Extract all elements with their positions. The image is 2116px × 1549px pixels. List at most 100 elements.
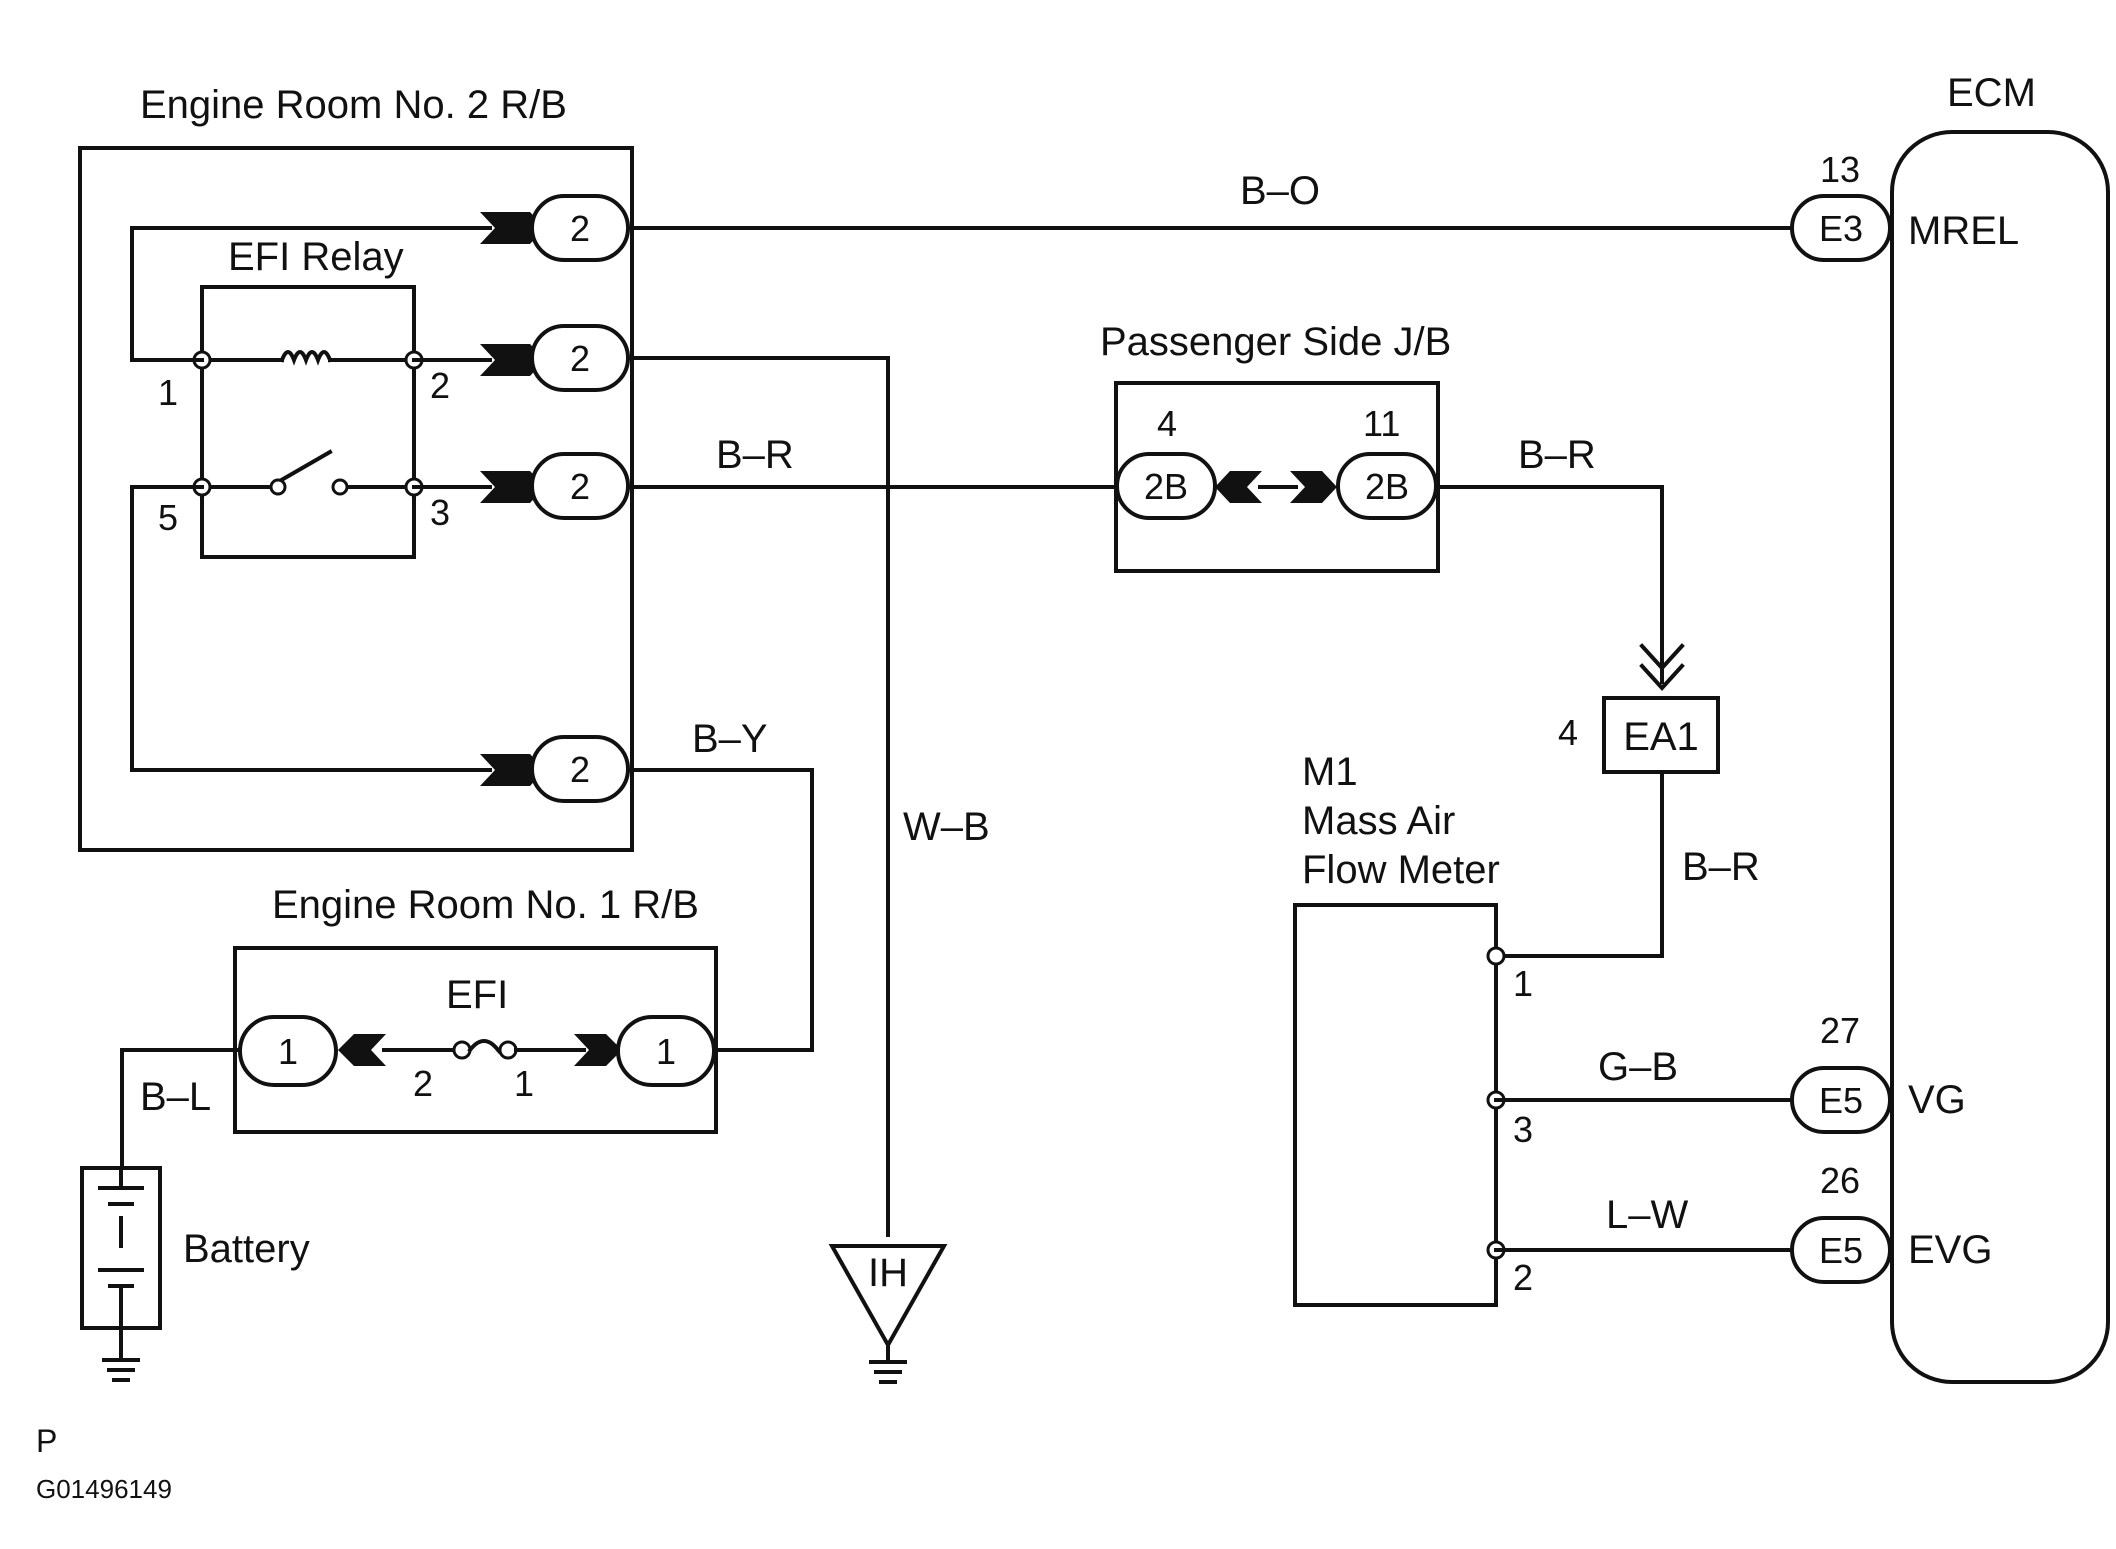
ea1-arrow-upper-icon <box>1639 643 1685 671</box>
wire-l-w-label: L–W <box>1606 1193 1688 1237</box>
relay-pin-5-label: 5 <box>158 497 178 538</box>
ecm-signal-label: MREL <box>1908 209 2019 253</box>
er1-arrow-right-icon <box>574 1034 622 1066</box>
wire-b-l-label: B–L <box>140 1075 211 1119</box>
efi-relay: EFI Relay 1 2 5 3 <box>158 235 450 559</box>
relay-pin-2-label: 2 <box>430 365 450 406</box>
efi-relay-box <box>200 285 416 559</box>
efi-fuse-title: EFI <box>446 973 508 1017</box>
wire-b-o-label: B–O <box>1240 169 1320 213</box>
er1-title: Engine Room No. 1 R/B <box>272 883 699 927</box>
wire-g-b-label: G–B <box>1598 1045 1678 1089</box>
er2-box <box>78 146 634 852</box>
passenger-side-junction-block: Passenger Side J/B 4 11 2B 2B <box>1100 320 1451 573</box>
ecm-connector-pill <box>1790 1066 1892 1134</box>
engine-room-2-relay-block: Engine Room No. 2 R/B EFI Relay 1 2 5 3 <box>78 83 634 852</box>
er1-box <box>233 946 718 1134</box>
maf-pin-3-label: 3 <box>1513 1109 1533 1150</box>
connector-label: 2 <box>570 466 590 507</box>
er2-connector-4: 2 <box>480 735 630 803</box>
ground-triangle-icon <box>828 1244 948 1350</box>
ecm-terminal-mrel: 13 E3 MREL <box>1790 149 2019 262</box>
relay-switch-icon <box>275 449 333 485</box>
ecm-box <box>1890 130 2110 1384</box>
battery-label: Battery <box>183 1227 310 1271</box>
engine-room-1-relay-block: Engine Room No. 1 R/B EFI 1 1 2 1 <box>233 883 718 1134</box>
fuse-pin-1-label: 1 <box>514 1063 534 1104</box>
er2-title: Engine Room No. 2 R/B <box>140 83 567 127</box>
maf-pin-1-label: 1 <box>1513 963 1533 1004</box>
maf-terminal-1 <box>1486 946 1506 966</box>
connector-label: 2 <box>570 338 590 379</box>
wire-b-y <box>626 768 814 1052</box>
maf-title-line-3: Flow Meter <box>1302 848 1500 892</box>
wire-b-r-1-label: B–R <box>716 433 794 477</box>
connector-label: 2 <box>570 749 590 790</box>
ecm-signal-label: VG <box>1908 1078 1966 1122</box>
ecm: ECM 13 E3 MREL 27 E5 VG 26 E5 EVG <box>1790 71 2110 1384</box>
footer-code: P <box>36 1423 57 1459</box>
er2-internal-wire-1 <box>130 226 492 362</box>
ecm-connector-pill <box>1790 194 1892 262</box>
jb-connector-left-label: 2B <box>1144 466 1188 507</box>
figure-id: G01496149 <box>36 1474 172 1504</box>
maf-pin-2-label: 2 <box>1513 1257 1533 1298</box>
ecm-terminal-vg: 27 E5 VG <box>1790 1010 1966 1134</box>
mass-air-flow-meter: M1 Mass Air Flow Meter 1 3 2 <box>1293 750 1533 1307</box>
connector-arrow-icon <box>480 344 545 376</box>
battery: Battery <box>80 1166 310 1362</box>
ea1-pin-label: 4 <box>1558 712 1578 753</box>
er2-connector-1: 2 <box>480 194 630 262</box>
ea1-label: EA1 <box>1623 715 1699 759</box>
ea1-arrow-lower-icon <box>1639 663 1685 691</box>
relay-pin-3-label: 3 <box>430 492 450 533</box>
ground-point-label: IH <box>868 1251 908 1295</box>
efi-relay-title: EFI Relay <box>228 235 404 279</box>
ecm-connector-label: E5 <box>1819 1230 1863 1271</box>
wire-w-b-label: W–B <box>903 805 990 849</box>
maf-title-line-1: M1 <box>1302 750 1358 794</box>
er2-connector-2: 2 <box>480 324 630 392</box>
wire-b-y-label: B–Y <box>692 717 768 761</box>
connector-arrow-icon <box>480 754 545 786</box>
wire-b-r-2-label: B–R <box>1518 433 1596 477</box>
wire-b-l <box>120 1048 242 1170</box>
wire-b-r-2 <box>1434 485 1664 684</box>
connector-arrow-icon <box>480 471 545 503</box>
coil-icon <box>279 350 333 366</box>
er1-connector-right <box>616 1015 716 1087</box>
wire-w-b <box>626 356 890 1237</box>
jb-title: Passenger Side J/B <box>1100 320 1451 364</box>
er1-arrow-left-icon <box>338 1034 386 1066</box>
switch-contact-a <box>269 478 287 496</box>
jb-pin-4-label: 4 <box>1157 403 1177 444</box>
connector-label: 2 <box>570 208 590 249</box>
ea1-connector: EA1 4 <box>1558 696 1720 774</box>
jb-arrow-right-icon <box>1290 471 1337 503</box>
jb-pin-11-label: 11 <box>1363 403 1400 444</box>
connector-arrow-icon <box>480 212 545 244</box>
ground-icon <box>102 1358 140 1382</box>
ecm-pin-number: 13 <box>1820 149 1860 190</box>
ecm-signal-label: EVG <box>1908 1228 1992 1272</box>
jb-box <box>1114 381 1440 573</box>
fuse-terminal-1 <box>498 1040 518 1060</box>
ecm-connector-label: E3 <box>1819 208 1863 249</box>
ecm-title: ECM <box>1947 71 2036 115</box>
jb-connector-left <box>1115 452 1217 520</box>
ecm-connector-label: E5 <box>1819 1080 1863 1121</box>
jb-connector-right-label: 2B <box>1365 466 1409 507</box>
wire-b-r-3-label: B–R <box>1682 845 1760 889</box>
ground-point-ih: IH <box>828 1244 948 1384</box>
er2-internal-wire-4 <box>130 485 492 772</box>
ecm-connector-pill <box>1790 1216 1892 1284</box>
jb-arrow-left-icon <box>1215 471 1262 503</box>
wire-b-r-3 <box>1494 770 1664 958</box>
relay-pin-1-label: 1 <box>158 372 178 413</box>
fuse-pin-2-label: 2 <box>413 1063 433 1104</box>
maf-box <box>1293 903 1498 1307</box>
er1-connector-left-label: 1 <box>278 1031 298 1072</box>
er1-connector-right-label: 1 <box>656 1031 676 1072</box>
ecm-terminal-evg: 26 E5 EVG <box>1790 1160 1992 1284</box>
